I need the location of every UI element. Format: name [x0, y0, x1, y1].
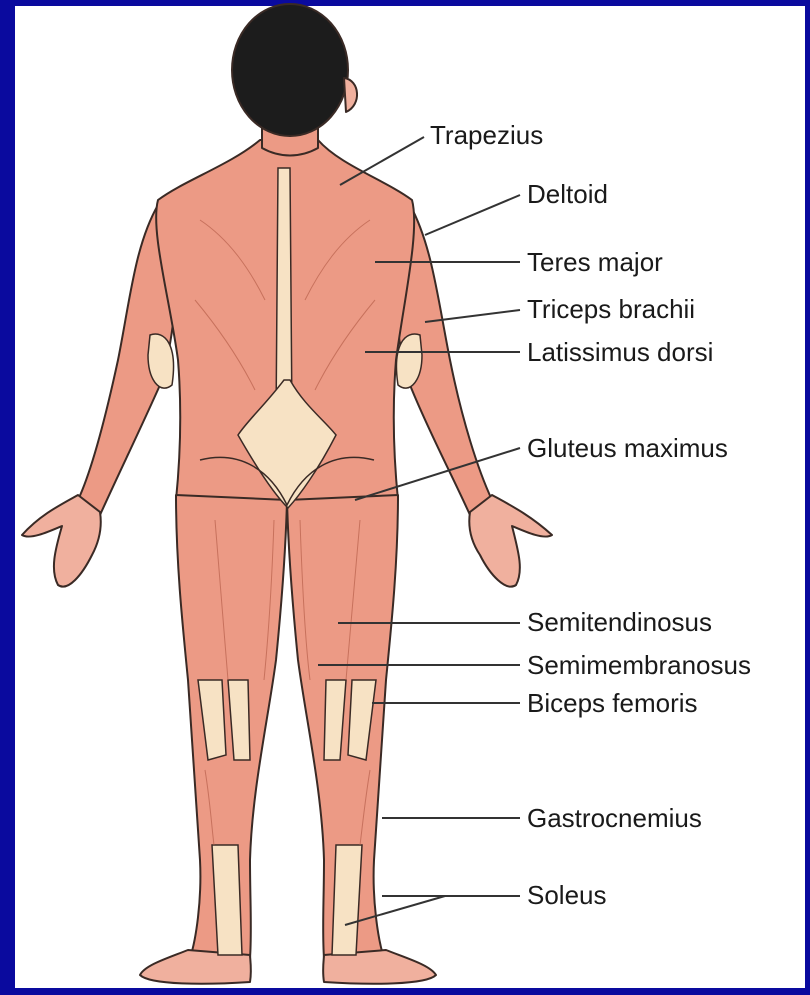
- ear: [344, 78, 357, 112]
- label-deltoid: Deltoid: [527, 181, 608, 207]
- label-trapezius: Trapezius: [430, 122, 543, 148]
- head: [232, 4, 348, 136]
- label-semitendinosus: Semitendinosus: [527, 609, 712, 635]
- right-achilles: [332, 845, 362, 955]
- label-gluteus-maximus: Gluteus maximus: [527, 435, 728, 461]
- label-soleus: Soleus: [527, 882, 607, 908]
- label-latissimus-dorsi: Latissimus dorsi: [527, 339, 713, 365]
- label-triceps-brachii: Triceps brachii: [527, 296, 695, 322]
- label-teres-major: Teres major: [527, 249, 663, 275]
- right-hand: [469, 495, 552, 587]
- left-hand: [22, 495, 101, 587]
- label-gastrocnemius: Gastrocnemius: [527, 805, 702, 831]
- label-semimembranosus: Semimembranosus: [527, 652, 751, 678]
- label-biceps-femoris: Biceps femoris: [527, 690, 698, 716]
- leader-deltoid: [425, 195, 520, 235]
- left-achilles: [212, 845, 242, 955]
- leader-trapezius: [340, 137, 424, 185]
